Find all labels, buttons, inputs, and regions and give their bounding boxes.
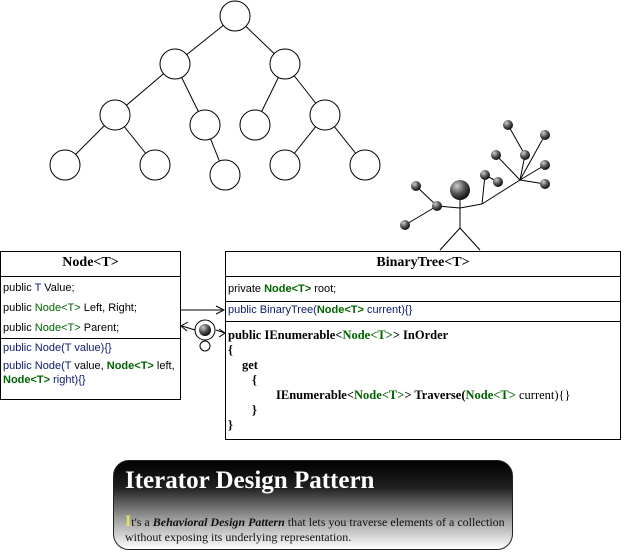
iterator-banner: Iterator Design Pattern It's a Behaviora…: [113, 460, 513, 550]
binary-tree-ctors: public BinaryTree(Node<T> current){}: [226, 302, 620, 322]
ctor-full: public Node(T value, Node<T> left, Node<…: [3, 360, 175, 386]
iterator-ball-icon: [194, 319, 216, 352]
association-arrows: [180, 305, 226, 338]
brace-close-inner: }: [252, 403, 257, 417]
tree-node: [269, 149, 301, 181]
tree-node: [139, 149, 171, 181]
field-value: public T Value;: [3, 282, 75, 294]
tree-edges: [64, 15, 366, 176]
tree-node: [49, 149, 81, 181]
field-left-right: public Node<T> Left, Right;: [3, 302, 137, 314]
tree-node: [209, 159, 241, 191]
binary-tree-methods: public IEnumerable<Node<T>> InOrder { ge…: [226, 322, 620, 435]
stick-figure-icon: [404, 124, 546, 251]
field-parent: public Node<T> Parent;: [3, 322, 120, 334]
brace-open: {: [228, 343, 233, 357]
getter: get: [242, 358, 258, 372]
tree-nodes: [49, 0, 381, 191]
node-balls: [400, 120, 550, 230]
method-inorder: public IEnumerable<Node<T>> InOrder: [228, 328, 449, 342]
brace-open-inner: {: [252, 373, 257, 387]
tree-node: [309, 99, 341, 131]
node-class-ctors: public Node(T value){} public Node(T val…: [1, 339, 180, 389]
node-class-title: Node<T>: [1, 252, 180, 277]
node-class-box: Node<T> public T Value; public Node<T> L…: [0, 251, 181, 400]
banner-dropcap: I: [125, 513, 132, 530]
tree-node: [269, 48, 301, 80]
ctor-value: public Node(T value){}: [3, 342, 112, 354]
tree-node: [159, 48, 191, 80]
tree-node: [189, 109, 221, 141]
tree-node: [349, 149, 381, 181]
tree-node: [219, 0, 251, 32]
binary-tree-class-title: BinaryTree<T>: [226, 252, 620, 277]
node-class-fields: public T Value; public Node<T> Left, Rig…: [1, 277, 180, 339]
brace-close: }: [228, 418, 233, 432]
ctor-binary-tree: public BinaryTree(Node<T> current){}: [228, 304, 413, 316]
tree-node: [99, 99, 131, 131]
banner-title: Iterator Design Pattern: [125, 467, 375, 494]
banner-description: It's a Behavioral Design Pattern that le…: [125, 513, 505, 545]
method-traverse: IEnumerable<Node<T>> Traverse(Node<T> cu…: [276, 388, 571, 402]
tree-node: [239, 109, 271, 141]
field-root: private Node<T> root;: [228, 283, 337, 295]
binary-tree-class-box: BinaryTree<T> private Node<T> root; publ…: [225, 251, 621, 440]
binary-tree-fields: private Node<T> root;: [226, 277, 620, 302]
